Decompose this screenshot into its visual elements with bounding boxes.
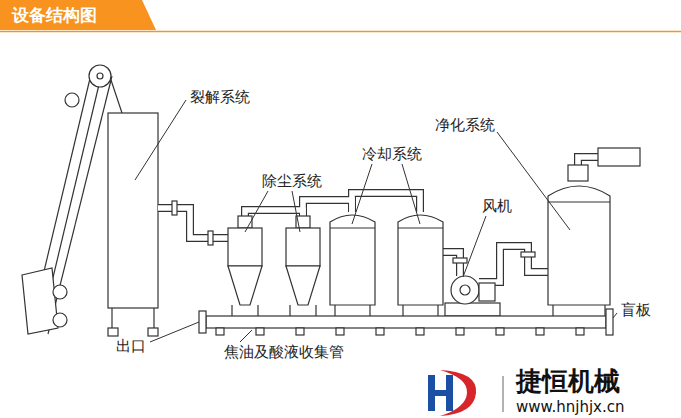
callout-label: 冷却系统 <box>362 145 422 163</box>
pipes-fill <box>158 157 600 282</box>
company-logo <box>428 370 476 416</box>
callout-label: 焦油及酸液收集管 <box>224 343 344 361</box>
vessels <box>172 148 640 335</box>
leader-lines <box>135 100 617 342</box>
callout-label: 出口 <box>116 337 146 355</box>
company-name: 捷恒机械 <box>516 366 620 397</box>
callout-label: 裂解系统 <box>190 88 250 106</box>
pipes-outline <box>158 157 600 282</box>
callout-label: 除尘系统 <box>262 172 322 190</box>
logo-divider <box>502 376 504 412</box>
callout-label: 风机 <box>482 197 512 215</box>
title: 设备结构图 <box>12 5 97 25</box>
machine <box>22 65 158 336</box>
website: www.hnjhjx.cn <box>516 398 624 416</box>
title-tab <box>0 0 156 30</box>
title-rule <box>0 31 681 33</box>
callout-label: 盲板 <box>621 301 651 319</box>
callout-label: 净化系统 <box>435 116 495 134</box>
